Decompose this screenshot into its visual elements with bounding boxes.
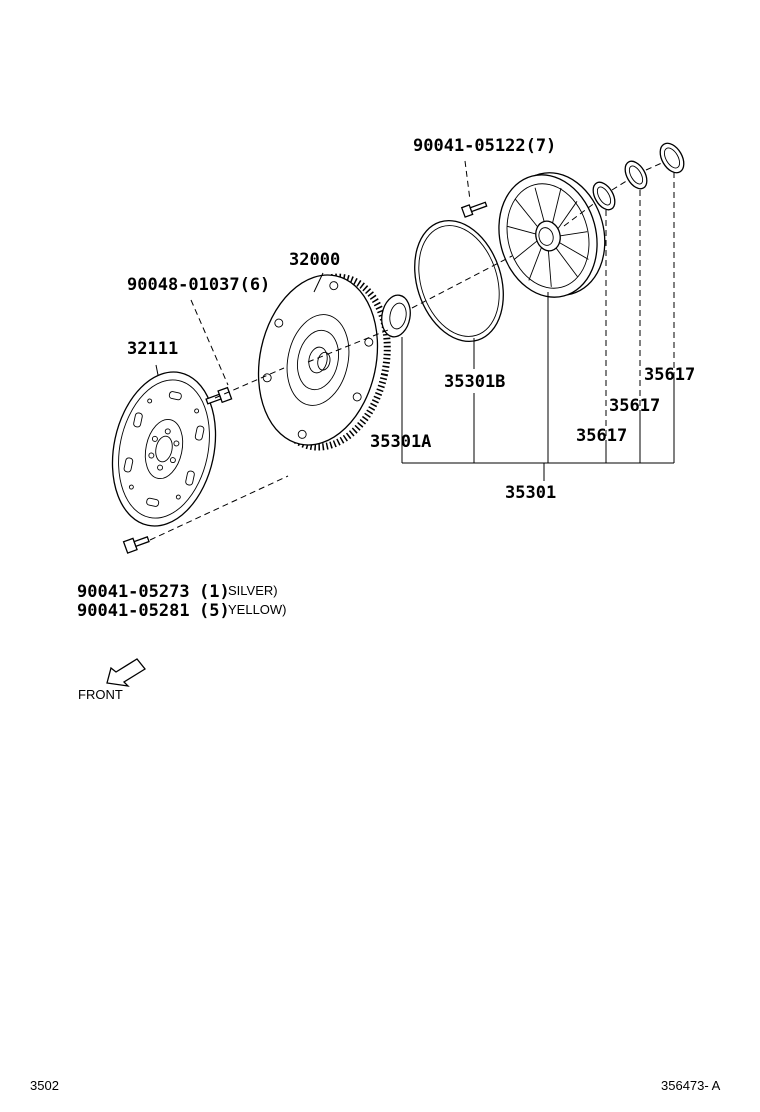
label-o-ring-35301b: 35301B — [444, 372, 505, 392]
footer-illustration-id: 356473- A — [661, 1078, 721, 1093]
seal-ring-3[interactable] — [655, 139, 688, 177]
label-drive-plate: 32111 — [127, 339, 178, 359]
bolt-drive-plate[interactable] — [122, 534, 151, 554]
seal-ring-2[interactable] — [621, 158, 652, 193]
front-label: FRONT — [78, 687, 123, 702]
label-bolt-plate-1-number: 90041-05273 — [77, 582, 190, 602]
label-bolt-plate-2-number: 90041-05281 — [77, 601, 190, 621]
footer-figure-code: 3502 — [30, 1078, 59, 1093]
label-bolt-plate-2-qty: (5) — [199, 601, 230, 621]
label-bolt-plate-1-qty: (1) — [199, 582, 230, 602]
leader-lines — [149, 160, 675, 541]
o-ring-35301b[interactable] — [400, 209, 518, 353]
label-seal-ring-3: 35617 — [644, 365, 695, 385]
label-seal-ring-2: 35617 — [609, 396, 660, 416]
label-seal-ring-1: 35617 — [576, 426, 627, 446]
label-bolt-plate-1-note: SILVER) — [228, 583, 278, 598]
oil-pump-body[interactable] — [486, 162, 619, 309]
label-oil-pump-assy: 35301 — [505, 483, 556, 503]
label-bolt-converter: 90048-01037(6) — [127, 275, 270, 295]
bolt-pump[interactable] — [460, 199, 488, 218]
label-torque-converter: 32000 — [289, 250, 340, 270]
oil-seal-35301a[interactable] — [379, 293, 414, 339]
drive-plate[interactable] — [99, 362, 229, 535]
torque-converter[interactable] — [243, 264, 402, 458]
label-bolt-pump: 90041-05122(7) — [413, 136, 556, 156]
label-oil-seal-35301a: 35301A — [370, 432, 431, 452]
bolt-converter[interactable] — [205, 386, 233, 407]
front-arrow-icon — [106, 658, 146, 687]
label-bolt-plate-2-note: YELLOW) — [228, 602, 287, 617]
seal-ring-1[interactable] — [589, 179, 620, 214]
